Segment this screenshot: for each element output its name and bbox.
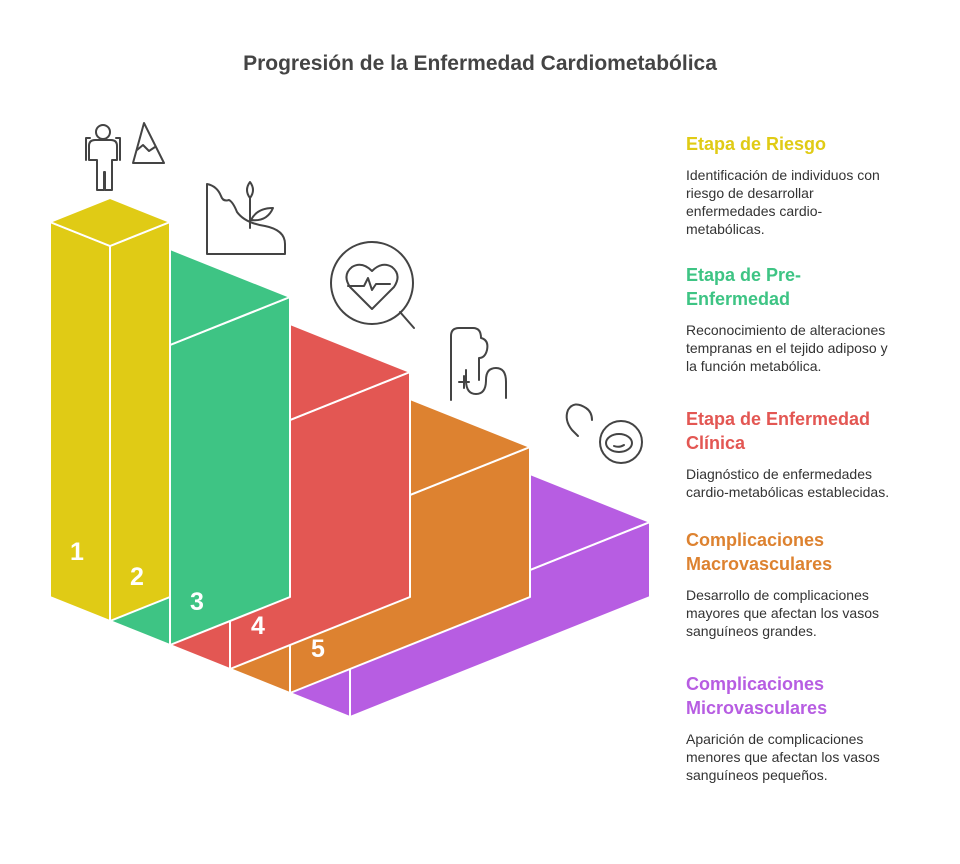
stage-text-line: Reconocimiento de alteraciones [686, 322, 886, 338]
step-1-side-face [109, 221, 171, 622]
stage-text-line: tempranas en el tejido adiposo y [686, 340, 888, 356]
stage-title-line: Enfermedad [686, 289, 791, 309]
stage-title: Etapa de Pre- Enfermedad [686, 263, 946, 311]
stage-text: Desarrollo de complicaciones mayores que … [686, 586, 946, 640]
step-number: 4 [251, 612, 265, 640]
step-2-side-face [169, 296, 291, 646]
stage-text-line: cardio-metabólicas establecidas. [686, 484, 890, 500]
heart-magnifier-icon [330, 241, 415, 329]
stage-text-line: menores que afectan los vasos [686, 749, 880, 765]
stage-text-line: mayores que afectan los vasos [686, 605, 879, 621]
stage-text-line: Desarrollo de complicaciones [686, 587, 869, 603]
stage-text-line: Diagnóstico de enfermedades [686, 466, 873, 482]
stage-title-line: Macrovasculares [686, 554, 833, 574]
stage-text-line: la función metabólica. [686, 358, 822, 374]
stage-text-line: riesgo de desarrollar [686, 185, 814, 201]
stage-text: Aparición de complicaciones menores que a… [686, 730, 946, 784]
step-1-top-face [49, 197, 171, 247]
step-number: 2 [130, 563, 144, 591]
stage-text-line: Identificación de individuos con [686, 167, 880, 183]
plant-growth-icon [206, 181, 286, 255]
stage-title-line: Microvasculares [686, 698, 828, 718]
stage-text: Reconocimiento de alteraciones tempranas … [686, 321, 946, 375]
page-title: Progresión de la Enfermedad Cardiometabó… [243, 52, 717, 75]
step-number: 5 [311, 635, 325, 663]
stage-text-line: metabólicas. [686, 221, 765, 237]
step-number: 1 [70, 538, 84, 566]
stage-title-line: Etapa de Pre- [686, 265, 802, 285]
step-1 [49, 197, 171, 622]
stage-text-line: sanguíneos grandes. [686, 623, 817, 639]
stage-title-line: Etapa de Riesgo [686, 134, 827, 154]
stage-title-line: Complicaciones [686, 530, 825, 550]
stage-text: Identificación de individuos con riesgo d… [686, 166, 946, 238]
hiker-mountain-icon [85, 122, 165, 191]
stage-text: Diagnóstico de enfermedades cardio-metabó… [686, 465, 946, 501]
stage-text-line: Aparición de complicaciones [686, 731, 864, 747]
stage-title-line: Complicaciones [686, 674, 825, 694]
stage-text-line: sanguíneos pequeños. [686, 767, 828, 783]
blood-vessel-icon [450, 327, 507, 401]
step-number: 3 [190, 588, 204, 616]
stage-title-line: Clínica [686, 433, 746, 453]
blood-cell-drop-icon [565, 403, 643, 464]
stage-text-line: enfermedades cardio- [686, 203, 823, 219]
stage-title-line: Etapa de Enfermedad [686, 409, 871, 429]
stage-title: Etapa de Riesgo [686, 132, 946, 156]
